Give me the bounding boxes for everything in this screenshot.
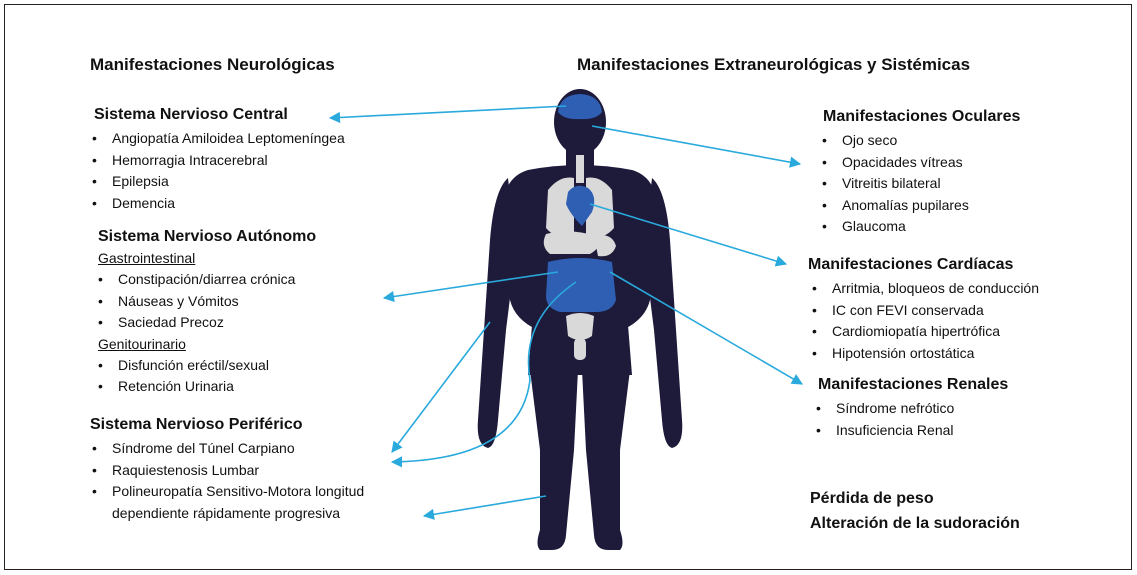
list-item: Vitreitis bilateral	[818, 173, 969, 195]
systemic-block: Pérdida de peso Alteración de la sudorac…	[810, 486, 1020, 536]
snc-list: Angiopatía Amiloidea Leptomeníngea Hemor…	[88, 128, 345, 214]
sweating-label: Alteración de la sudoración	[810, 511, 1020, 536]
list-item: Hemorragia Intracerebral	[88, 150, 345, 172]
list-item: Epilepsia	[88, 171, 345, 193]
neuro-header: Manifestaciones Neurológicas	[90, 55, 335, 75]
gi-label: Gastrointestinal	[94, 248, 295, 269]
ocular-title: Manifestaciones Oculares	[823, 108, 1020, 126]
list-item: Disfunción eréctil/sexual	[94, 355, 295, 377]
list-item: Constipación/diarrea crónica	[94, 269, 295, 291]
cardiac-list: Arritmia, bloqueos de conducción IC con …	[808, 278, 1039, 364]
renal-list: Síndrome nefrótico Insuficiencia Renal	[812, 398, 954, 441]
list-item: Opacidades vítreas	[818, 152, 969, 174]
cardiac-title: Manifestaciones Cardíacas	[808, 256, 1013, 274]
snc-title: Sistema Nervioso Central	[94, 106, 288, 124]
snp-title: Sistema Nervioso Periférico	[90, 416, 303, 434]
arrow-renal	[610, 272, 802, 384]
arrow-carpal	[392, 322, 490, 452]
arrow-snc	[330, 106, 566, 118]
list-item: Arritmia, bloqueos de conducción	[808, 278, 1039, 300]
snp-list: Síndrome del Túnel Carpiano Raquiestenos…	[88, 438, 364, 524]
list-item: Cardiomiopatía hipertrófica	[808, 321, 1039, 343]
arrow-polyneuro	[424, 496, 546, 516]
liver-organ	[544, 231, 599, 254]
sna-title: Sistema Nervioso Autónomo	[98, 228, 316, 246]
list-item: Glaucoma	[818, 216, 969, 238]
list-item: Náuseas y Vómitos	[94, 291, 295, 313]
sna-block: Gastrointestinal Constipación/diarrea cr…	[94, 248, 295, 398]
list-item: Hipotensión ortostática	[808, 343, 1039, 365]
renal-title: Manifestaciones Renales	[818, 376, 1008, 394]
list-item: Saciedad Precoz	[94, 312, 295, 334]
snp-continuation: dependiente rápidamente progresiva	[88, 503, 364, 524]
list-item: Insuficiencia Renal	[812, 420, 954, 442]
list-item: Retención Urinaria	[94, 376, 295, 398]
list-item: Síndrome nefrótico	[812, 398, 954, 420]
list-item: Síndrome del Túnel Carpiano	[88, 438, 364, 460]
list-item: Demencia	[88, 193, 345, 215]
list-item: Anomalías pupilares	[818, 195, 969, 217]
extra-header: Manifestaciones Extraneurológicas y Sist…	[577, 55, 970, 75]
list-item: Angiopatía Amiloidea Leptomeníngea	[88, 128, 345, 150]
list-item: Polineuropatía Sensitivo-Motora longitud	[88, 481, 364, 503]
intestines-organ	[546, 258, 616, 312]
list-item: Raquiestenosis Lumbar	[88, 460, 364, 482]
list-item: Ojo seco	[818, 130, 969, 152]
weight-loss-label: Pérdida de peso	[810, 486, 1020, 511]
arrow-ocular	[592, 126, 800, 164]
ocular-list: Ojo seco Opacidades vítreas Vitreitis bi…	[818, 130, 969, 238]
gu-label: Genitourinario	[94, 334, 295, 355]
list-item: IC con FEVI conservada	[808, 300, 1039, 322]
